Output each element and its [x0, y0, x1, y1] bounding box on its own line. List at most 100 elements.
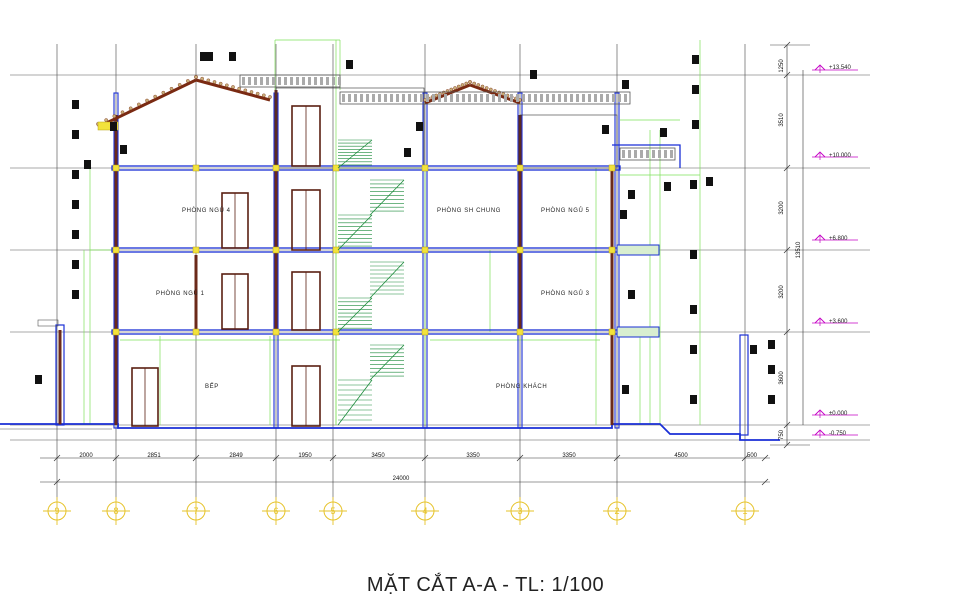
span-dim: 500 [747, 453, 758, 459]
cut-marker [664, 182, 671, 191]
roof-tile [212, 80, 217, 84]
roof-slope [195, 78, 271, 102]
slab-junction [332, 246, 340, 254]
cut-marker [690, 395, 697, 404]
roof-tile [480, 84, 485, 89]
stair-rail [337, 214, 373, 251]
roof-tile [237, 86, 241, 91]
parapet-baluster [320, 77, 323, 85]
roof-tile [464, 81, 469, 86]
parapet-baluster [646, 150, 649, 158]
top-floor-room [519, 114, 618, 169]
slab-junction [192, 328, 200, 336]
axis-label: 9 [54, 506, 59, 516]
parapet-baluster [456, 94, 459, 102]
cut-marker [72, 230, 79, 239]
stair-rail [337, 379, 373, 426]
parapet-baluster [372, 94, 375, 102]
cut-marker [72, 130, 79, 139]
roof-tile [449, 87, 454, 92]
roof-parapet [339, 91, 631, 105]
roof-tile [484, 86, 489, 90]
cut-marker [690, 345, 697, 354]
cut-marker [35, 375, 42, 384]
parapet-baluster [450, 94, 453, 102]
parapet-baluster [402, 94, 405, 102]
slab-junction [421, 164, 429, 172]
axis-bubbles: 9 8 7 6 5 4 3 2 1 [54, 506, 747, 516]
dim-tick [516, 454, 524, 462]
room-label: PHÒNG NGỦ 1 [156, 290, 205, 297]
roof [96, 74, 676, 161]
roof-tile [120, 110, 125, 115]
total-dim: 24000 [393, 476, 410, 482]
dim-tick [53, 478, 61, 486]
parapet-baluster [516, 94, 519, 102]
slab-junction [112, 246, 120, 254]
cut-marker [620, 210, 627, 219]
slab-junction [332, 164, 340, 172]
span-dim: 3350 [466, 453, 480, 459]
parapet-baluster [588, 94, 591, 102]
cut-marker [229, 52, 236, 61]
cut-marker [416, 122, 423, 131]
parapet-baluster [390, 94, 393, 102]
cut-marker [706, 177, 713, 186]
slab-junction [332, 328, 340, 336]
parapet-baluster [242, 77, 245, 85]
level-label: -0.750 [829, 431, 847, 437]
slab-junction [421, 328, 429, 336]
parapet-baluster [278, 77, 281, 85]
roof-tile [262, 93, 266, 98]
dim-tick [783, 328, 791, 336]
cut-marker [622, 80, 629, 89]
parapet-baluster [326, 77, 329, 85]
dim-tick [329, 454, 337, 462]
vertical-dim: 3600 [779, 371, 785, 385]
cut-marker [768, 340, 775, 349]
room-label: PHÒNG SH CHUNG [437, 207, 501, 214]
roof-tile [218, 81, 223, 86]
parapet-baluster [504, 94, 507, 102]
dim-tick [783, 246, 791, 254]
roof-tile [186, 79, 190, 83]
parapet-baluster [474, 94, 477, 102]
roof-tile [128, 106, 133, 111]
slab-junction [608, 328, 616, 336]
roof-tile [200, 76, 204, 81]
horizontal-dimensions: 2000 2851 2849 1950 3450 3350 3350 4500 … [79, 453, 757, 482]
parapet-baluster [462, 94, 465, 102]
span-dim: 2851 [147, 453, 161, 459]
parapet-baluster [558, 94, 561, 102]
top-floor-room [275, 87, 425, 169]
parapet-baluster [360, 94, 363, 102]
fence-cap [37, 319, 59, 327]
column [614, 92, 620, 429]
parapet-baluster [260, 77, 263, 85]
cut-marker [690, 305, 697, 314]
level-label: +13.540 [829, 65, 852, 71]
dim-tick [783, 421, 791, 429]
parapet-baluster [444, 94, 447, 102]
cut-marker [120, 145, 127, 154]
floor-slab [111, 165, 621, 171]
parapet-baluster [468, 94, 471, 102]
fence [739, 334, 749, 436]
parapet-baluster [254, 77, 257, 85]
roof-tile [104, 118, 108, 122]
cut-marker [750, 345, 757, 354]
room-label: PHÒNG KHÁCH [496, 383, 547, 390]
vertical-dim: 3200 [779, 201, 785, 215]
parapet-baluster [670, 150, 673, 158]
span-dim: 3350 [562, 453, 576, 459]
cut-marker [404, 148, 411, 157]
dim-tick [613, 454, 621, 462]
parapet-baluster [540, 94, 543, 102]
slab-junction [272, 164, 280, 172]
section-drawing: PHÒNG NGỦ 4 PHÒNG SH CHUNG PHÒNG NGỦ 5 P… [0, 39, 870, 525]
roof-tile [161, 90, 166, 95]
cut-marker [200, 52, 207, 61]
parapet-baluster [594, 94, 597, 102]
axis-label: 2 [614, 506, 619, 516]
stair-rail [337, 297, 373, 333]
